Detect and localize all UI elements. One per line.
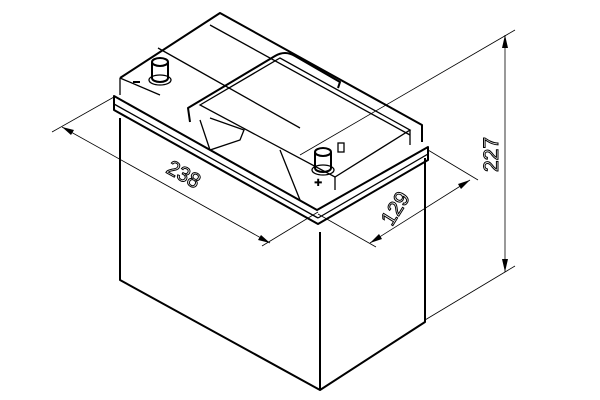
negative-terminal [133, 57, 172, 86]
battery-body [119, 118, 426, 391]
dimension-height-label: 227 [480, 137, 503, 172]
positive-terminal: ✚ [311, 142, 345, 189]
battery-lid [119, 12, 423, 201]
dimension-height: 227 [299, 29, 516, 321]
dimension-width-label: 129 [377, 188, 415, 230]
plus-symbol: ✚ [314, 178, 322, 189]
dimension-length-label: 238 [163, 156, 205, 193]
dimension-length: 238 [51, 96, 319, 247]
battery-rim [113, 95, 429, 225]
